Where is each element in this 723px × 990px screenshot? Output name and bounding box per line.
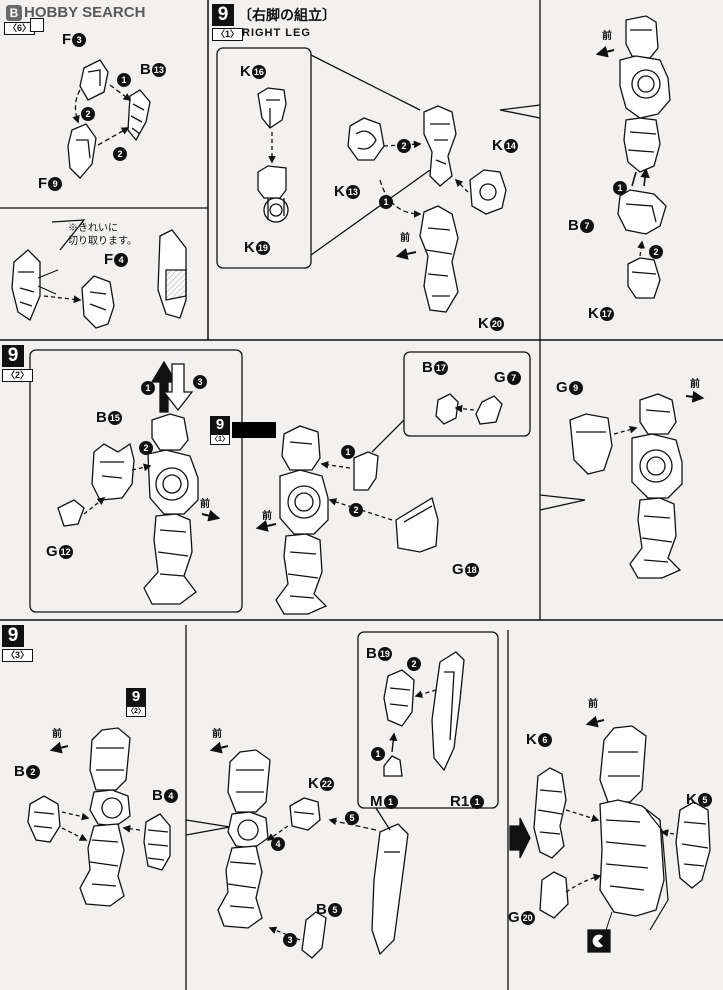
cut-icon	[30, 18, 44, 32]
watermark-text: HOBBY SEARCH	[24, 4, 146, 21]
step-marker-3: 3	[282, 932, 297, 948]
step-marker-2: 2	[80, 106, 95, 122]
step-marker-1: 1	[378, 194, 393, 210]
step-marker-2: 2	[112, 146, 127, 162]
front-label: 前	[602, 31, 612, 42]
front-label: 前	[262, 511, 272, 522]
step-marker-2: 2	[348, 502, 363, 518]
step-marker-2: 2	[406, 656, 421, 672]
step-marker-1: 1	[370, 746, 385, 762]
cut-cleanly-note: ※きれいに 切り取ります。	[68, 223, 137, 247]
front-label: 前	[400, 233, 410, 244]
step-marker-5: 5	[344, 810, 359, 826]
step-number-9: 9	[2, 625, 24, 647]
step-marker-1: 1	[116, 72, 131, 88]
step-marker-4: 4	[270, 836, 285, 852]
front-label: 前	[52, 729, 62, 740]
step-marker-1: 1	[612, 180, 627, 196]
redaction-bar	[232, 422, 276, 438]
reference-step-9-2: 9〈2〉	[126, 688, 146, 717]
front-label: 前	[690, 379, 700, 390]
front-label: 前	[588, 699, 598, 710]
step-marker-2: 2	[648, 244, 663, 260]
step-marker-2: 2	[396, 138, 411, 154]
watermark-logo-icon: B	[6, 5, 22, 21]
front-label: 前	[212, 729, 222, 740]
step-marker-2: 2	[138, 440, 153, 456]
front-label: 前	[200, 499, 210, 510]
step-marker-1: 1	[140, 380, 155, 396]
step-marker-3: 3	[192, 374, 207, 390]
step-9-3-substep: 〈3〉	[2, 649, 34, 662]
step-title-en: RIGHT LEG	[242, 27, 311, 39]
step-9-2-substep: 〈2〉	[2, 369, 34, 382]
reference-step-9-1: 9〈1〉	[210, 416, 230, 445]
step-9-1-substep: 〈1〉	[212, 28, 244, 41]
step-number-9: 9	[2, 345, 24, 367]
prev-substep-label: 〈6〉	[4, 22, 36, 35]
step-title-jp: 〔右脚の組立〕	[238, 7, 336, 23]
step-marker-1: 1	[340, 444, 355, 460]
step-number-9: 9	[212, 4, 234, 26]
